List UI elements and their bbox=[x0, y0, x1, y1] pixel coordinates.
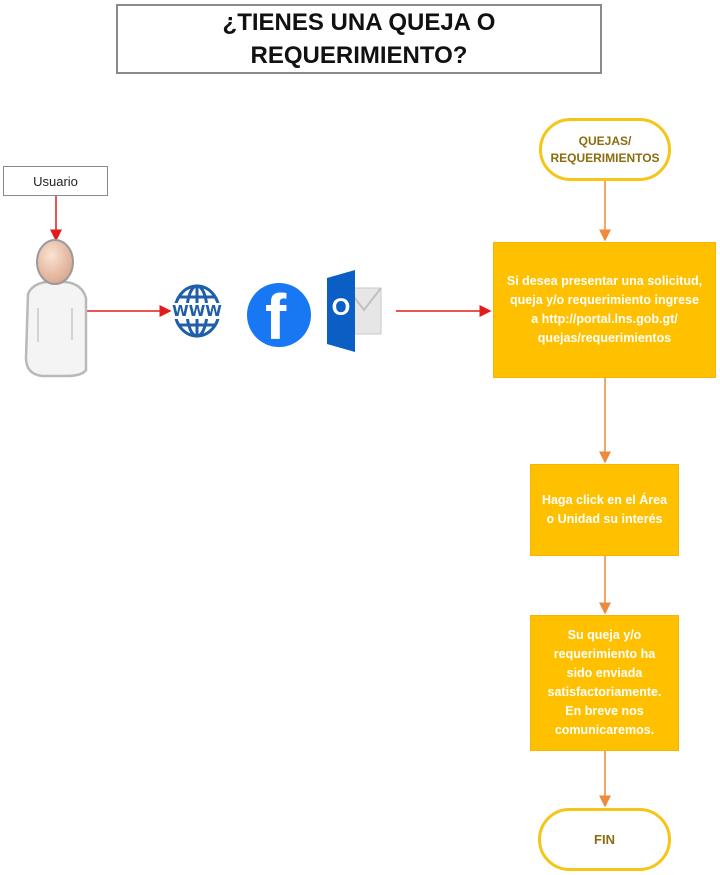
facebook-icon: f bbox=[247, 283, 311, 347]
facebook-letter: f bbox=[265, 283, 287, 347]
process-step-3-text: Su queja y/o requerimiento ha sido envia… bbox=[547, 628, 662, 737]
outlook-icon: O bbox=[325, 270, 383, 352]
www-text: WWW bbox=[172, 302, 222, 320]
title-line-2: REQUERIMIENTO? bbox=[250, 42, 468, 69]
start-terminator: QUEJAS/ REQUERIMIENTOS bbox=[539, 118, 671, 181]
process-step-1-text: Si desea presentar una solicitud, queja … bbox=[506, 274, 703, 345]
process-step-2: Haga click en el Área o Unidad su interé… bbox=[530, 464, 679, 556]
user-label: Usuario bbox=[33, 173, 78, 189]
user-label-box: Usuario bbox=[3, 166, 108, 196]
process-step-3: Su queja y/o requerimiento ha sido envia… bbox=[530, 615, 679, 751]
www-icon: WWW bbox=[172, 283, 222, 339]
process-step-2-text: Haga click en el Área o Unidad su interé… bbox=[541, 493, 668, 526]
process-step-1: Si desea presentar una solicitud, queja … bbox=[493, 242, 716, 378]
title-line-1: ¿TIENES UNA QUEJA O bbox=[222, 9, 496, 36]
end-label: FIN bbox=[594, 832, 615, 847]
user-icon bbox=[24, 239, 88, 378]
start-label: QUEJAS/ REQUERIMIENTOS bbox=[550, 133, 660, 165]
outlook-letter: O bbox=[331, 294, 351, 321]
end-terminator: FIN bbox=[538, 808, 671, 871]
diagram-title: ¿TIENES UNA QUEJA O REQUERIMIENTO? bbox=[116, 4, 602, 74]
